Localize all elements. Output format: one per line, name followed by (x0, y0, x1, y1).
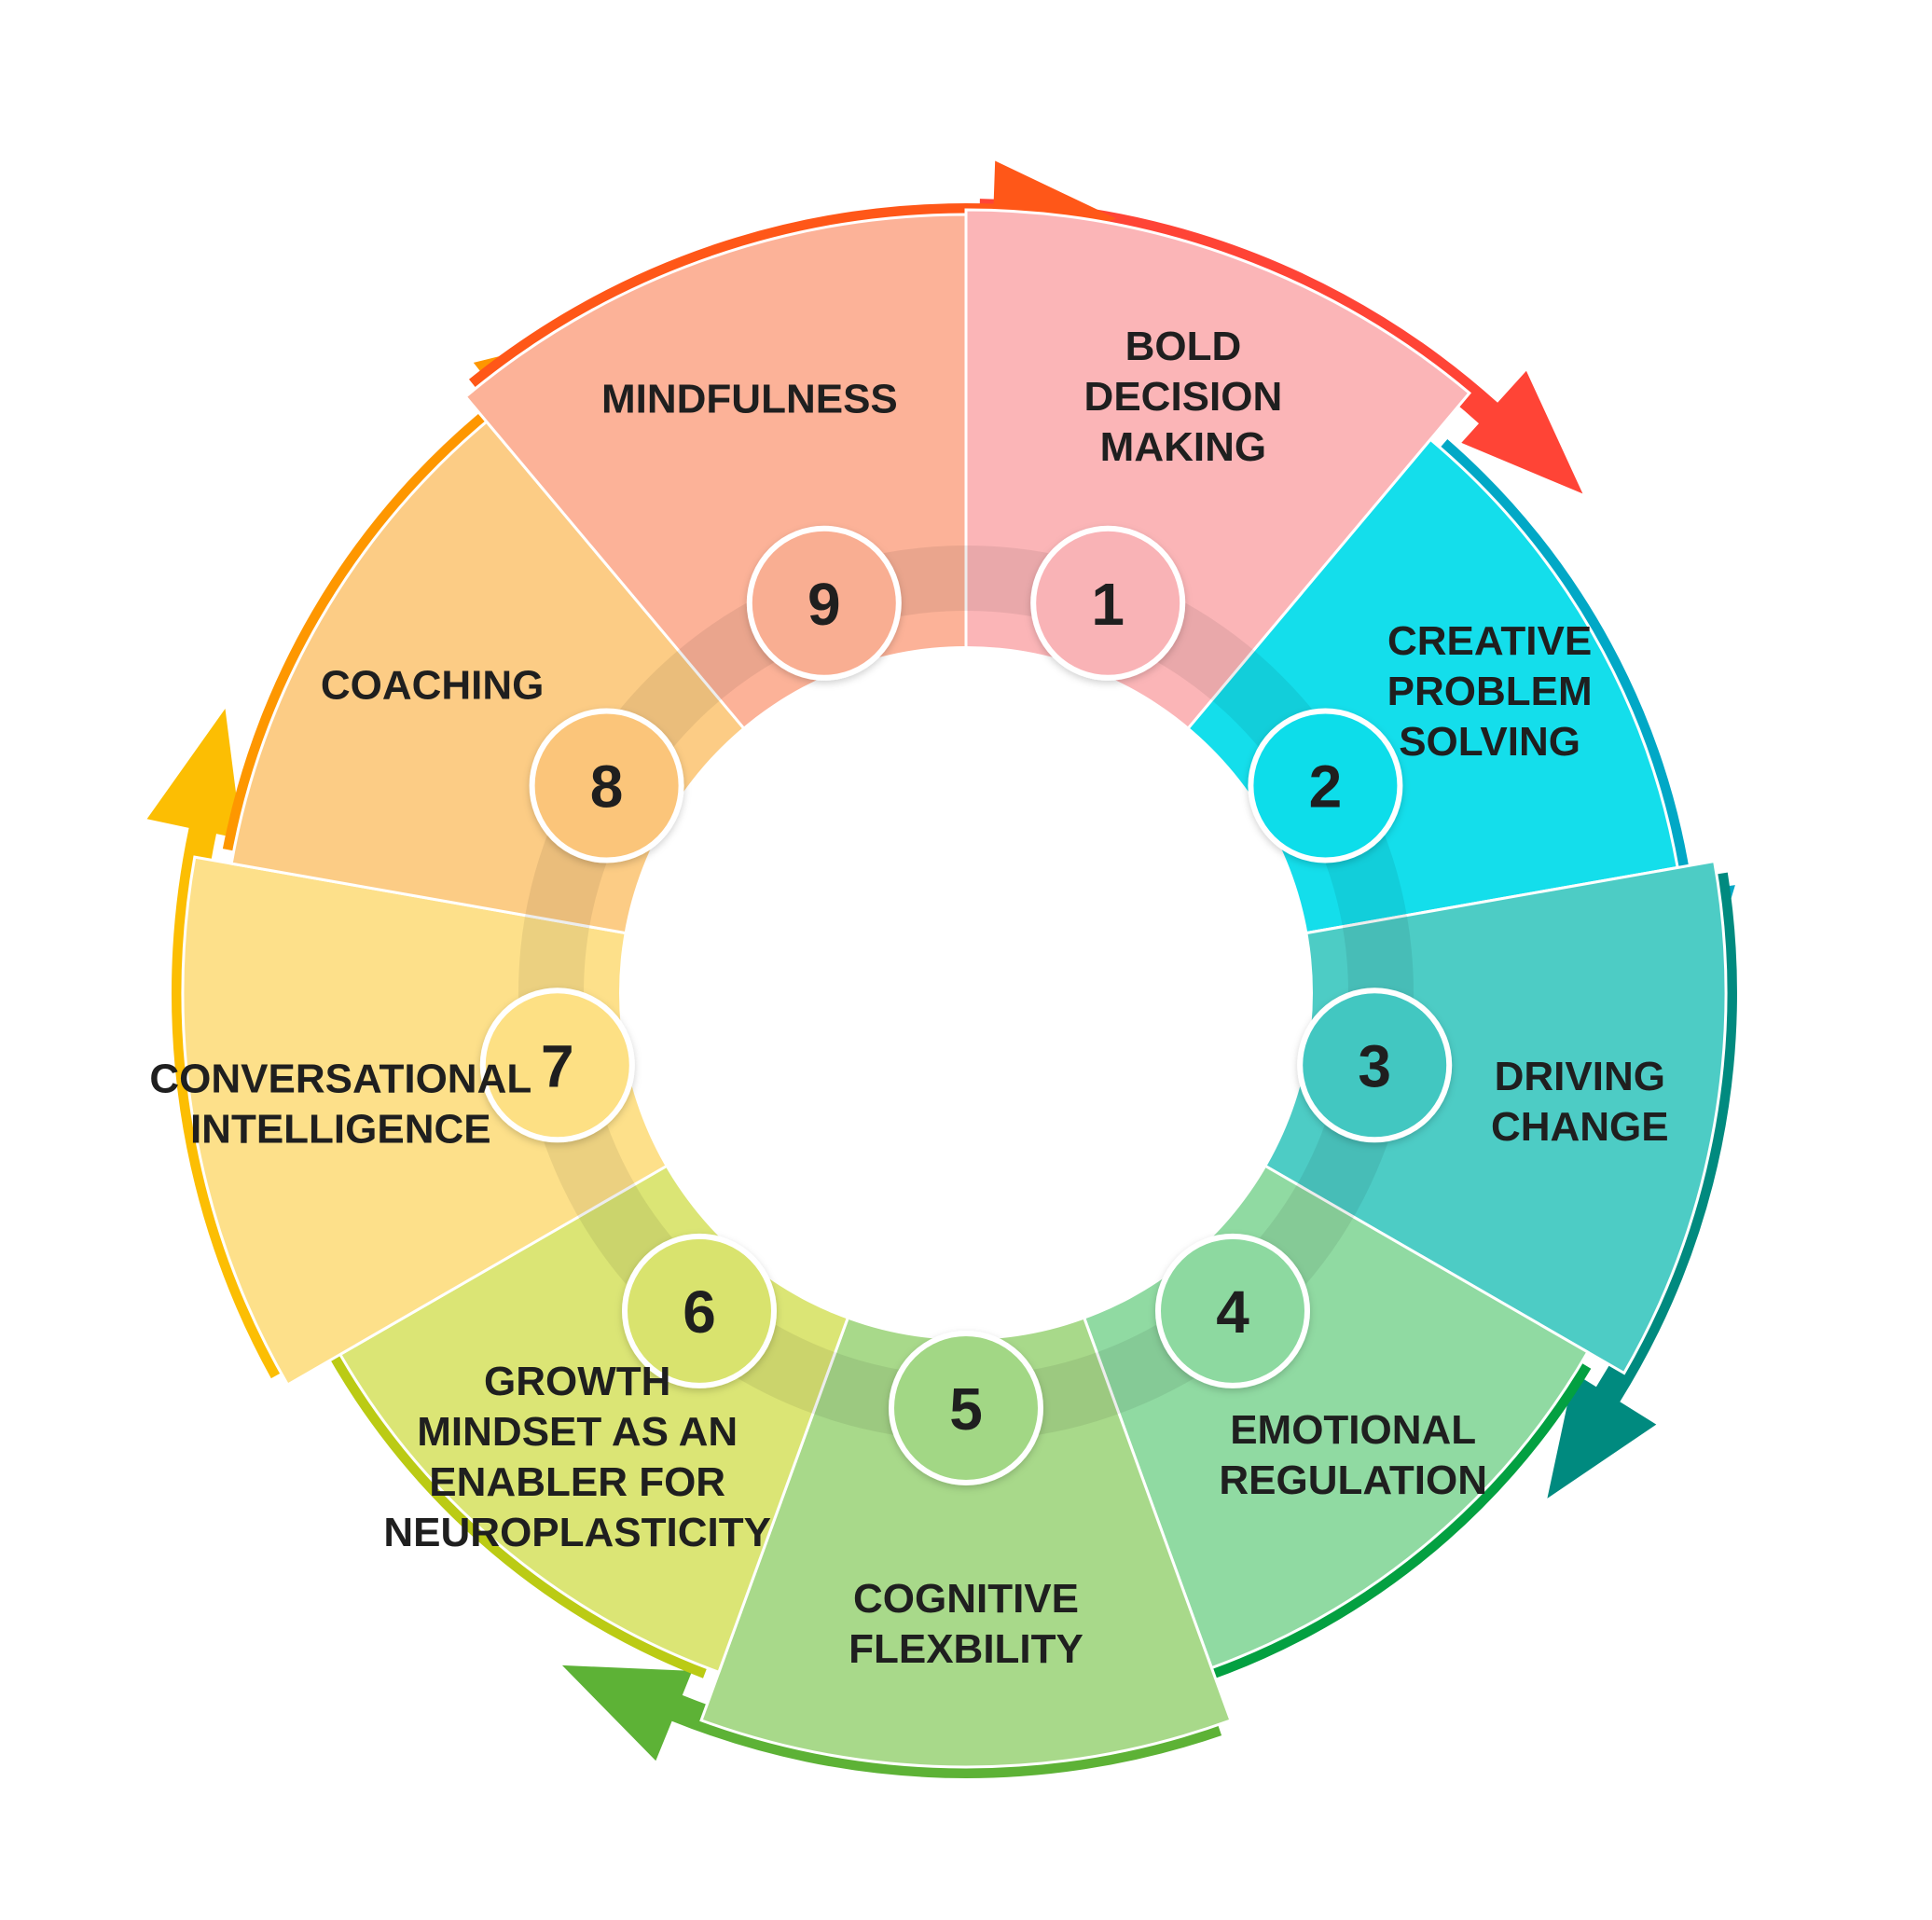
segment-label-line: CHANGE (1491, 1104, 1669, 1150)
segment-label-line: BOLD (1125, 324, 1242, 369)
segment-label-line: PROBLEM (1387, 669, 1593, 714)
number-badge: 4 (1155, 1233, 1310, 1388)
segment-label-line: FLEXBILITY (849, 1626, 1083, 1672)
number-badge: 6 (622, 1233, 777, 1388)
badge-circle (1155, 1233, 1310, 1388)
badge-circle (1030, 525, 1186, 681)
number-badge: 2 (1248, 708, 1403, 863)
badge-number: 3 (1358, 1032, 1391, 1099)
badge-number: 2 (1309, 753, 1343, 821)
badge-number: 6 (683, 1278, 716, 1346)
segment-label-line: GROWTH (484, 1359, 670, 1404)
number-badge: 8 (529, 708, 684, 863)
segment-label-line: MAKING (1100, 424, 1266, 470)
badge-number: 7 (541, 1032, 574, 1099)
segment-label-line: REGULATION (1219, 1457, 1487, 1503)
segment-label-line: MINDSET AS AN (417, 1409, 738, 1455)
segment-label-line: EMOTIONAL (1230, 1407, 1476, 1453)
number-badge: 9 (746, 525, 902, 681)
badge-circle (622, 1233, 777, 1388)
segment-label-line: SOLVING (1399, 719, 1580, 765)
center-hole (619, 646, 1313, 1340)
badge-number: 5 (949, 1375, 983, 1443)
badge-number: 4 (1216, 1278, 1249, 1346)
segment-label-line: DRIVING (1495, 1054, 1665, 1099)
badge-circle (1248, 708, 1403, 863)
segment-label-line: ENABLER FOR (429, 1459, 725, 1505)
badge-number: 1 (1091, 571, 1125, 638)
segment-label: DRIVING CHANGE (1491, 1054, 1669, 1150)
badge-number: 8 (590, 753, 624, 821)
number-badge: 3 (1297, 988, 1453, 1143)
segment-label-line: MINDFULNESS (601, 376, 898, 421)
segment-label: COACHING (321, 663, 545, 709)
segment-label-line: CREATIVE (1387, 618, 1592, 664)
segment-label-line: INTELLIGENCE (190, 1106, 491, 1152)
number-badge: 5 (889, 1331, 1043, 1485)
badge-circle (529, 708, 684, 863)
segment-label-line: DECISION (1084, 374, 1283, 420)
badge-circle (746, 525, 902, 681)
badge-circle (889, 1331, 1043, 1485)
cycle-arrow (146, 709, 297, 1379)
badge-circle (479, 988, 635, 1143)
segment-label-line: NEUROPLASTICITY (383, 1510, 771, 1555)
segment-label-line: CONVERSATIONAL (149, 1056, 531, 1101)
segment-label-line: COACHING (321, 663, 545, 709)
segment-label: MINDFULNESS (601, 376, 898, 421)
number-badge: 7 (479, 988, 635, 1143)
badge-circle (1297, 988, 1453, 1143)
segment-label: CONVERSATIONAL INTELLIGENCE (149, 1056, 531, 1152)
segment-label-line: COGNITIVE (853, 1576, 1079, 1622)
badge-number: 9 (807, 571, 841, 638)
segment-label: CREATIVE PROBLEM SOLVING (1387, 618, 1593, 765)
number-badges: 1 2 3 4 5 6 7 8 9 (479, 525, 1453, 1485)
number-badge: 1 (1030, 525, 1186, 681)
